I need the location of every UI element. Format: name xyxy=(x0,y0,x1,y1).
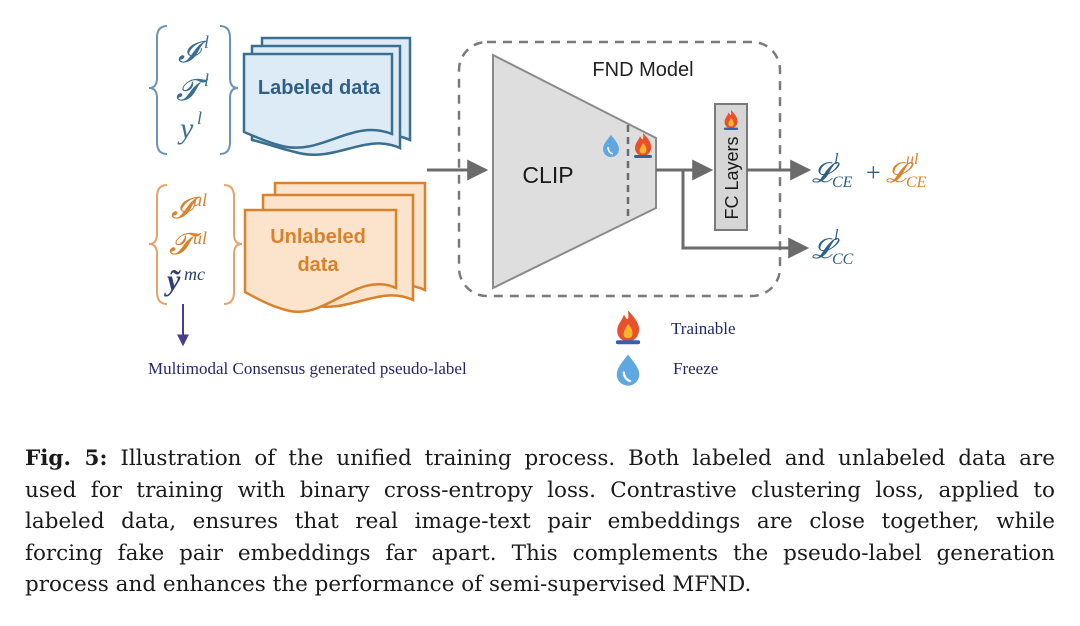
legend-freeze-label: Freeze xyxy=(673,359,718,378)
labeled-text-sup: l xyxy=(204,70,209,90)
cc-loss-sub: CC xyxy=(832,251,854,268)
ce-loss-output: 𝓛 l CE + 𝓛 ul CE xyxy=(812,151,927,191)
labeled-image-sup: l xyxy=(204,32,209,52)
ce-loss-sub: CE xyxy=(832,174,853,191)
clip-encoder xyxy=(492,53,657,290)
unlabeled-variables: 𝓘 ul 𝓣 ul ỹ mc xyxy=(164,190,207,297)
caption-text-1: Illustration of the unified training pro… xyxy=(120,446,1055,471)
unlabeled-image-sup: ul xyxy=(193,190,207,210)
caption-line-1: Fig. 5: Illustration of the unified trai… xyxy=(25,443,1055,475)
labeled-label-var: y xyxy=(177,112,194,145)
caption-line-2: used for training with binary cross-entr… xyxy=(25,477,1055,503)
flame-icon xyxy=(634,133,652,158)
caption-line-4: forcing fake pair embeddings far apart. … xyxy=(25,540,1055,566)
cc-loss-output: 𝓛 l CC xyxy=(812,227,854,268)
ce-loss-sup: l xyxy=(834,151,839,168)
unlabeled-text-sup: ul xyxy=(193,228,207,248)
water-drop-icon xyxy=(603,135,619,157)
labeled-label-sup: l xyxy=(197,108,202,128)
labeled-data-stack xyxy=(242,36,412,157)
clip-to-cc-arrow xyxy=(681,170,810,259)
unlabeled-pseudo-label-var: ỹ xyxy=(164,264,181,297)
figure-caption: Fig. 5: Illustration of the unified trai… xyxy=(25,443,1055,601)
pseudo-label-note: Multimodal Consensus generated pseudo-la… xyxy=(148,359,467,378)
caption-line-3: labeled data, ensures that real image-te… xyxy=(25,509,1055,534)
clip-label: CLIP xyxy=(522,162,573,188)
caption-line-5: process and enhances the performance of … xyxy=(25,572,752,597)
unlabeled-brace xyxy=(148,184,243,305)
flame-icon xyxy=(723,110,739,130)
legend-trainable-label: Trainable xyxy=(671,319,736,338)
unlabeled-pseudo-label-sup: mc xyxy=(184,264,205,284)
fnd-model-title: FND Model xyxy=(592,59,693,81)
unlabeled-data-title-line1: Unlabeled xyxy=(270,226,366,248)
unlabeled-data-stack xyxy=(243,181,427,313)
unlabeled-data-title-line2: data xyxy=(297,254,339,276)
labeled-variables: 𝓘 l 𝓣 l y l xyxy=(176,32,209,145)
water-drop-icon xyxy=(616,354,640,386)
caption-label: Fig. 5: xyxy=(25,446,108,471)
training-diagram: 𝓘 l 𝓣 l y l Labeled data 𝓘 ul 𝓣 ul ỹ mc … xyxy=(148,25,927,386)
labeled-brace xyxy=(148,25,239,155)
legend: Trainable Freeze xyxy=(615,310,736,386)
ce-unlabeled-loss-sup: ul xyxy=(906,151,919,168)
ce-unlabeled-loss-sub: CE xyxy=(906,174,927,191)
labeled-data-title: Labeled data xyxy=(258,77,381,99)
cc-loss-sup: l xyxy=(834,227,839,244)
ce-loss-plus: + xyxy=(866,158,881,187)
flame-icon xyxy=(615,310,641,345)
fc-layers-label: FC Layers xyxy=(722,136,742,219)
